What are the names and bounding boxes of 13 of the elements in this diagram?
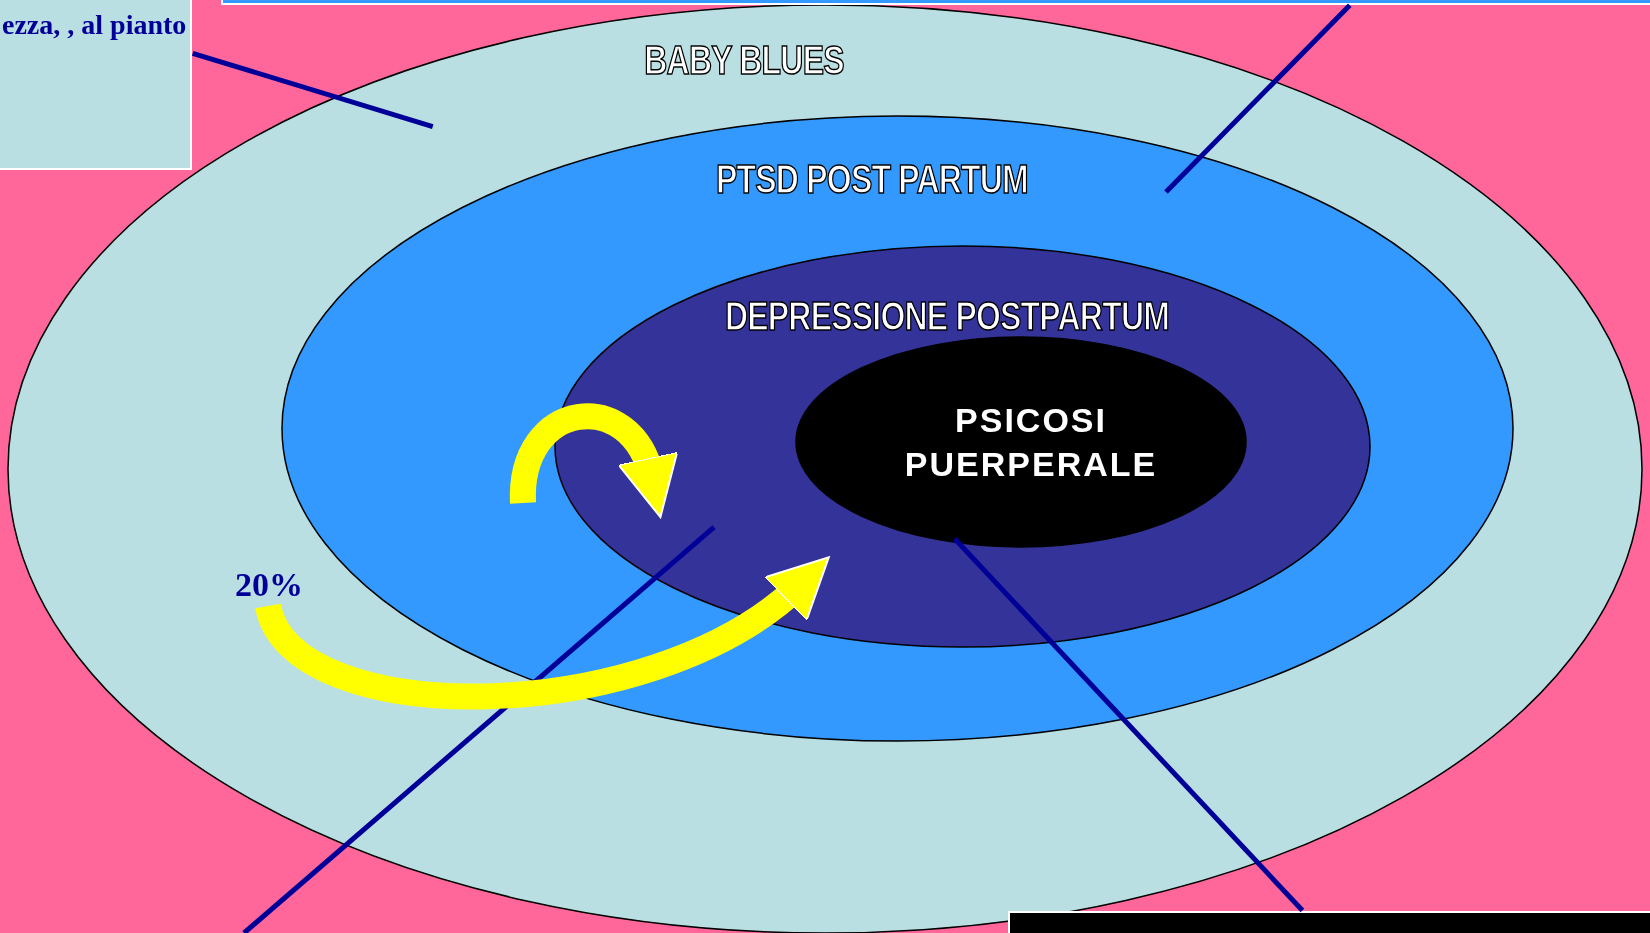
note-text: ezza, , al pianto <box>2 8 188 42</box>
ellipse-label: PSICOSI PUERPERALE <box>903 400 1159 485</box>
edge-label: 20% <box>235 564 303 605</box>
text-box <box>0 0 192 170</box>
leader-line <box>191 50 434 129</box>
curved-arrow <box>510 403 676 518</box>
box <box>1008 911 1650 933</box>
ellipse-label: DEPRESSIONE POSTPARTUM <box>724 294 1170 338</box>
leader-line <box>952 537 1305 913</box>
leader-line <box>1164 3 1352 194</box>
ellipse-label: BABY BLUES <box>644 38 844 82</box>
ellipse-label: PTSD POST PARTUM <box>716 157 1028 201</box>
leader-line <box>242 525 716 933</box>
